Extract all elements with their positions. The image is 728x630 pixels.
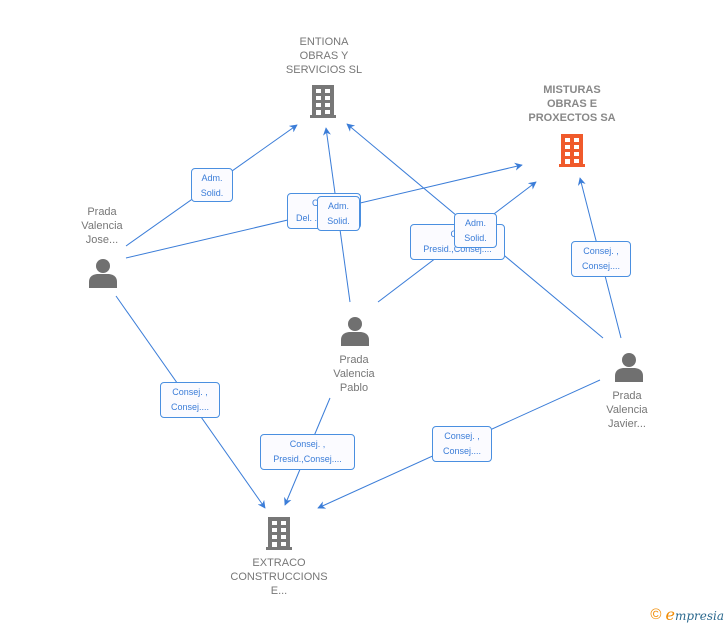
edge-label-line: Consej.... <box>581 261 621 271</box>
company-label-misturas[interactable]: MISTURAS OBRAS E PROXECTOS SA <box>528 84 616 124</box>
person-icon[interactable] <box>615 353 643 382</box>
person-icon[interactable] <box>341 317 369 346</box>
edge-label-line: Adm. <box>327 201 349 211</box>
edge-label-line: Solid. <box>327 216 350 226</box>
edge-label-line: Consej. , <box>172 387 208 397</box>
copyright-icon: © <box>650 606 662 623</box>
edge-label-pablo-extraco[interactable]: Consej. , Presid.,Consej.... <box>260 434 355 470</box>
edge-label-javier-extraco[interactable]: Consej. , Consej.... <box>432 426 492 462</box>
node-icons <box>89 85 643 550</box>
edge-label-line: Consej. , <box>583 246 619 256</box>
person-label-jose[interactable]: Prada Valencia Jose... <box>81 206 123 246</box>
person-icon[interactable] <box>89 259 117 288</box>
edge-label-line: Consej.... <box>170 402 210 412</box>
edge-label-line: Consej. , <box>289 439 326 449</box>
brand-initial: e <box>665 605 675 624</box>
building-icon[interactable] <box>310 85 336 118</box>
edge-label-line: Del. ... <box>296 213 323 223</box>
company-label-entiona[interactable]: ENTIONA OBRAS Y SERVICIOS SL <box>285 36 363 76</box>
edge-label-jose-extraco[interactable]: Consej. , Consej.... <box>160 382 220 418</box>
edge-label-jose-entiona[interactable]: Adm. Solid. <box>191 168 233 202</box>
person-label-javier[interactable]: Prada Valencia Javier... <box>606 390 648 430</box>
edge-label-pablo-entiona[interactable]: Adm. Solid. <box>317 196 360 231</box>
edge-label-javier-entiona[interactable]: Adm. Solid. <box>454 213 497 248</box>
brand-name: mpresia <box>674 609 724 623</box>
edge-label-line: Consej. , <box>444 431 480 441</box>
edge-label-line: Solid. <box>200 188 224 198</box>
edge-label-javier-misturas[interactable]: Consej. , Consej.... <box>571 241 631 277</box>
edge-label-line: Adm. <box>464 218 486 228</box>
edge-label-line: Adm. <box>201 173 223 183</box>
brand-logo[interactable]: empresia <box>665 605 724 624</box>
edge-label-line: Presid.,Consej.... <box>423 244 492 254</box>
person-label-pablo[interactable]: Prada Valencia Pablo <box>333 354 375 394</box>
edge-label-line: Solid. <box>464 233 487 243</box>
building-icon[interactable] <box>266 517 292 550</box>
edge-label-line: Consej.... <box>442 446 482 456</box>
building-icon[interactable] <box>559 134 585 167</box>
footer-brand[interactable]: © empresia <box>650 605 724 624</box>
edge-label-line: Presid.,Consej.... <box>273 454 342 464</box>
company-label-extraco[interactable]: EXTRACO CONSTRUCCIONS E... <box>230 557 328 597</box>
